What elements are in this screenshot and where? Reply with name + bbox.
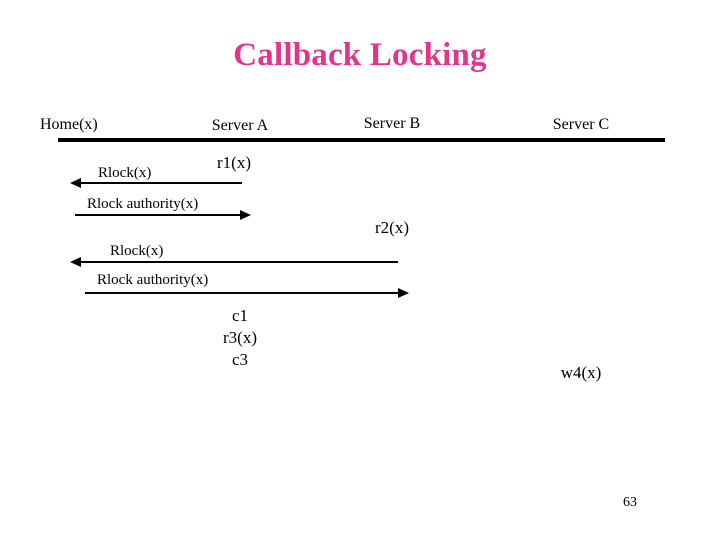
- message-line-rlock-2: [80, 261, 398, 263]
- column-header-server-b: Server B: [363, 115, 421, 132]
- page-title: Callback Locking: [233, 37, 487, 73]
- arrowhead-right-icon: [240, 210, 251, 220]
- operation-stack: c1 r3(x) c3: [186, 305, 294, 371]
- operation-item-c3: c3: [231, 350, 249, 369]
- operation-marker-w4: w4(x): [560, 363, 602, 382]
- operation-item-r3: r3(x): [223, 328, 257, 347]
- page-number: 63: [623, 495, 637, 510]
- message-label-rlock-1: Rlock(x): [98, 165, 152, 181]
- arrowhead-right-icon: [398, 288, 409, 298]
- operation-item-c1: c1: [231, 306, 249, 325]
- message-line-rlock-1: [80, 182, 242, 184]
- message-line-rlock-authority-2: [85, 292, 398, 294]
- message-label-rlock-2: Rlock(x): [110, 243, 164, 259]
- column-header-server-a: Server A: [211, 117, 269, 134]
- message-label-rlock-authority-2: Rlock authority(x): [97, 272, 209, 288]
- message-label-rlock-authority-1: Rlock authority(x): [87, 196, 199, 212]
- operation-marker-r1: r1(x): [217, 153, 251, 172]
- column-header-server-c: Server C: [552, 116, 610, 133]
- header-divider: [58, 138, 665, 142]
- operation-marker-r2: r2(x): [375, 218, 409, 237]
- arrowhead-left-icon: [70, 178, 81, 188]
- column-header-home: Home(x): [40, 116, 98, 133]
- arrowhead-left-icon: [70, 257, 81, 267]
- message-line-rlock-authority-1: [75, 214, 240, 216]
